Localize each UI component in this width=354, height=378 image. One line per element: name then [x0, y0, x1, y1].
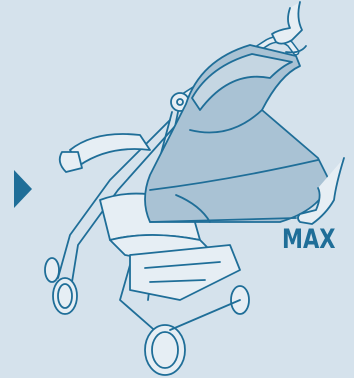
front-wheel: [53, 278, 77, 314]
front-wheel-left: [45, 258, 59, 282]
bumper-bar: [70, 134, 150, 165]
play-arrow-icon: [14, 170, 32, 208]
max-label: MAX: [282, 226, 336, 253]
rear-wheel: [145, 325, 185, 375]
basket: [130, 245, 240, 300]
hand-icon: [272, 2, 302, 44]
